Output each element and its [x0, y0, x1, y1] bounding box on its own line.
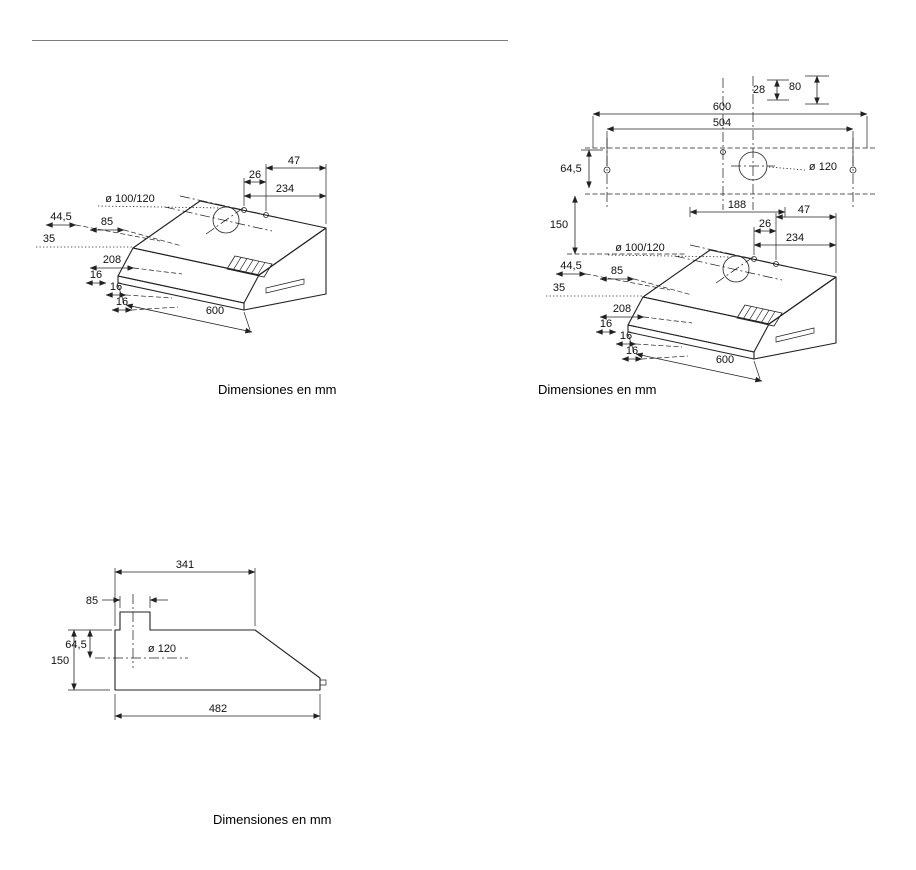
dim-label-80: 80	[789, 81, 801, 93]
dim-label-208: 208	[103, 254, 121, 266]
dim-label-64-5: 64,5	[560, 163, 581, 175]
side-view-drawing: 341 85 64,5 150 ø 120 482	[51, 559, 327, 720]
dim-label-504: 504	[713, 117, 731, 129]
dim-label-16a: 16	[90, 269, 102, 281]
dim-label-16a: 16	[600, 318, 612, 330]
dim-label-diameter-120: ø 120	[148, 643, 176, 655]
caption-dimensions-2: Dimensiones en mm	[538, 382, 657, 397]
mounting-hole-left	[603, 166, 611, 174]
dim-label-600: 600	[716, 354, 734, 366]
hood-plan-edges	[585, 147, 875, 195]
dim-label-diameter: ø 100/120	[105, 193, 155, 205]
dim-label-diameter: ø 100/120	[615, 242, 665, 254]
hood-side-profile	[114, 611, 321, 691]
dim-label-28: 28	[753, 84, 765, 96]
dim-label-26: 26	[759, 218, 771, 230]
dim-label-44-5: 44,5	[560, 260, 581, 272]
dim-label-85: 85	[611, 265, 623, 277]
dim-label-47: 47	[288, 155, 300, 167]
isometric-drawing: 26 47 234 ø 100/120 44,5 85 35 208 16 16…	[30, 155, 360, 356]
diagram-side-view: 341 85 64,5 150 ø 120 482	[50, 540, 350, 735]
dim-label-234: 234	[276, 183, 294, 195]
front-switch-detail	[320, 679, 327, 686]
dim-label-341: 341	[176, 559, 194, 571]
duct-circle-plan	[738, 151, 768, 181]
caption-dimensions-1: Dimensiones en mm	[218, 382, 337, 397]
dim-label-64-5: 64,5	[65, 639, 86, 651]
dim-label-diameter-120: ø 120	[809, 161, 837, 173]
plan-and-isometric-drawing: 28 80 600 504 ø 120 64,5 188 150 26 47 2…	[545, 75, 875, 395]
small-hole	[720, 149, 726, 155]
dim-label-234: 234	[786, 232, 804, 244]
duct-axis-lines	[95, 594, 188, 668]
dim-label-44-5: 44,5	[50, 211, 71, 223]
caption-dimensions-3: Dimensiones en mm	[213, 812, 332, 827]
plan-view: 28 80 600 504 ø 120 64,5 188 150	[550, 75, 875, 255]
dim-label-16c: 16	[626, 345, 638, 357]
side-dimension-lines	[68, 568, 321, 720]
dim-label-208: 208	[613, 303, 631, 315]
dim-label-85: 85	[86, 595, 98, 607]
dim-label-482: 482	[209, 703, 227, 715]
dim-label-26: 26	[249, 169, 261, 181]
dim-label-16b: 16	[620, 330, 632, 342]
dim-label-600-plan: 600	[713, 101, 731, 113]
diagram-plan-and-isometric: 28 80 600 504 ø 120 64,5 188 150 26 47 2…	[545, 70, 890, 395]
mounting-hole-right	[849, 166, 857, 174]
dim-label-85: 85	[101, 216, 113, 228]
dim-label-35: 35	[43, 233, 55, 245]
dim-label-16b: 16	[110, 281, 122, 293]
dim-label-35: 35	[553, 282, 565, 294]
dim-label-600: 600	[206, 305, 224, 317]
diagram-isometric: 26 47 234 ø 100/120 44,5 85 35 208 16 16…	[30, 148, 360, 356]
top-divider	[32, 40, 508, 41]
isometric-view: 26 47 234 ø 100/120 44,5 85 35 208 16 16…	[546, 204, 836, 381]
dim-label-188: 188	[728, 199, 746, 211]
dim-label-150: 150	[550, 219, 568, 231]
dim-label-16c: 16	[116, 296, 128, 308]
dim-label-150: 150	[51, 655, 69, 667]
plan-center-lines	[606, 76, 854, 210]
dim-label-47: 47	[798, 204, 810, 216]
plan-dimension-lines	[567, 75, 868, 255]
